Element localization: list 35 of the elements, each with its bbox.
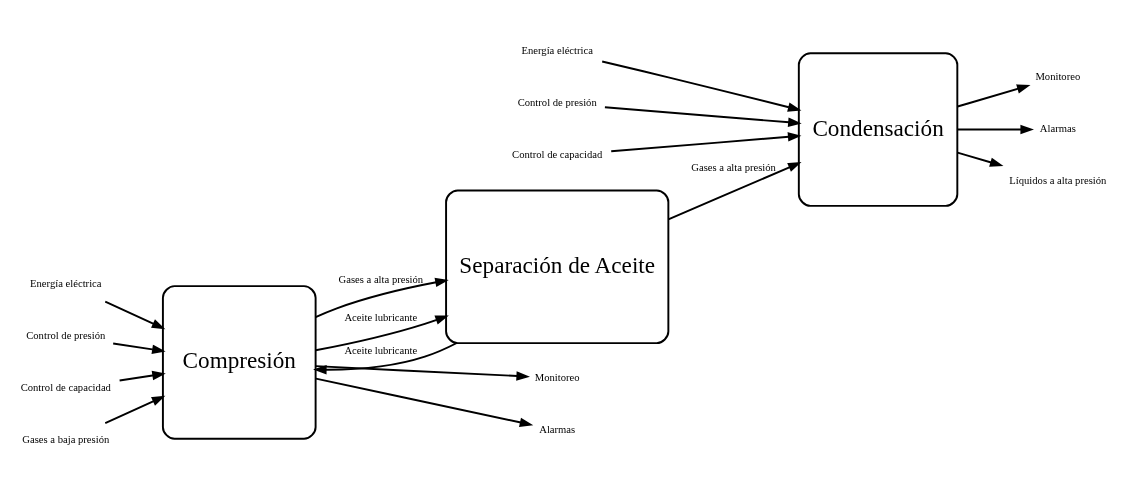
node-text: Energía eléctrica — [30, 277, 102, 289]
node-text: Energía eléctrica — [521, 44, 593, 56]
node-text: Alarmas — [539, 423, 576, 435]
node-text: Líquidos a alta presión — [1009, 174, 1107, 186]
arrow — [956, 83, 1031, 107]
node-box: Condensación — [797, 51, 959, 207]
arrow — [314, 377, 534, 427]
arrow — [610, 131, 802, 152]
node-text: Monitoreo — [534, 371, 580, 383]
arrow — [112, 341, 166, 354]
arrow — [314, 364, 530, 381]
arrow — [313, 341, 458, 374]
node-text: Control de presión — [517, 96, 597, 108]
arrow — [104, 300, 166, 329]
node-text: Control de capacidad — [20, 381, 111, 393]
node-text: Control de capacidad — [512, 148, 603, 160]
arrow — [118, 370, 166, 381]
arrow — [603, 105, 802, 127]
arrow — [104, 395, 166, 424]
arrow — [956, 124, 1034, 134]
edge-label: Gases a alta presión — [691, 161, 776, 173]
node-box: Compresión — [161, 284, 317, 440]
node-box: Separación de Aceite — [445, 188, 670, 344]
edge-label: Gases a alta presión — [338, 273, 424, 285]
node-text: Gases a baja presión — [22, 433, 110, 445]
edge-label: Aceite lubricante — [344, 344, 418, 356]
arrow — [601, 60, 802, 112]
arrow — [667, 161, 802, 220]
edge-label: Aceite lubricante — [344, 311, 418, 323]
node-text: Monitoreo — [1035, 70, 1081, 82]
node-text: Control de presión — [26, 329, 106, 341]
arrow — [314, 315, 449, 351]
arrow — [956, 151, 1004, 167]
arrow — [314, 277, 449, 318]
node-text: Alarmas — [1039, 122, 1076, 134]
